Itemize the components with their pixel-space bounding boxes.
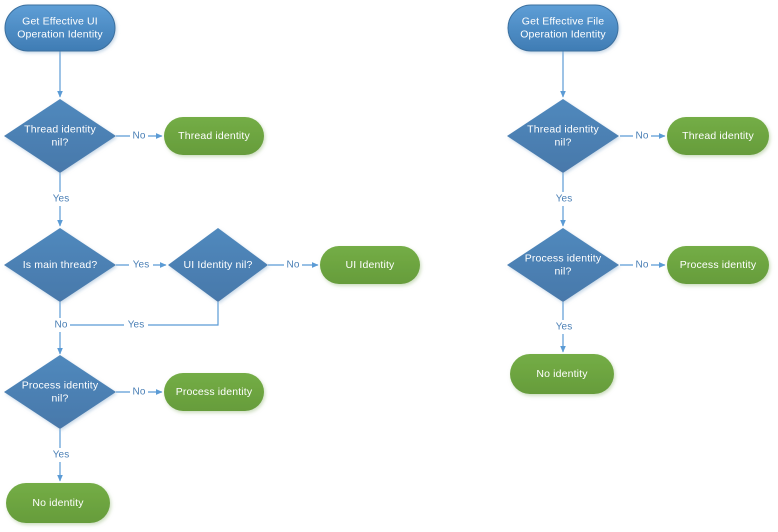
connector-label-no-file-thread-nil: No bbox=[636, 131, 649, 142]
node-ui-process-identity[interactable]: Process identity bbox=[164, 373, 264, 411]
node-file-thread-identity[interactable]: Thread identity bbox=[667, 117, 769, 155]
result-shape bbox=[667, 246, 769, 284]
connector-label-backdrop bbox=[49, 448, 73, 462]
connector-label-backdrop bbox=[124, 318, 148, 332]
terminator-shape bbox=[507, 4, 619, 52]
connector-ui-identity-nil-to-ui-process-nil bbox=[60, 302, 219, 326]
node-ui-thread-identity[interactable]: Thread identity bbox=[164, 117, 264, 155]
node-file-no-identity[interactable]: No identity bbox=[510, 354, 614, 394]
connector-label-backdrop bbox=[284, 258, 302, 272]
connector-label-yes-ui-thread-nil: Yes bbox=[53, 194, 70, 205]
decision-shape bbox=[4, 99, 116, 173]
result-shape bbox=[164, 373, 264, 411]
connector-label-backdrop bbox=[130, 129, 148, 143]
connector-label-yes-file-process-nil: Yes bbox=[556, 322, 573, 333]
decision-shape bbox=[4, 355, 116, 429]
node-ui-identity-result[interactable]: UI Identity bbox=[320, 246, 420, 284]
connector-label-no-file-process-nil: No bbox=[636, 260, 649, 271]
node-ui-identity-nil[interactable]: UI Identity nil? bbox=[168, 228, 268, 302]
connector-label-no-ui-thread-nil: No bbox=[133, 131, 146, 142]
node-ui-is-main-thread[interactable]: Is main thread? bbox=[4, 228, 116, 302]
connector-label-backdrop bbox=[49, 192, 73, 206]
connector-label-no-ui-process-nil: No bbox=[133, 387, 146, 398]
connector-label-yes-ui-identity-nil: Yes bbox=[128, 320, 145, 331]
connector-label-backdrop bbox=[633, 129, 651, 143]
result-shape bbox=[510, 354, 614, 394]
result-shape bbox=[6, 483, 110, 523]
connector-label-backdrop bbox=[552, 192, 576, 206]
connector-label-yes-ui-is-main-thread: Yes bbox=[133, 260, 150, 271]
decision-shape bbox=[507, 228, 619, 302]
connector-label-backdrop bbox=[129, 258, 153, 272]
node-ui-no-identity[interactable]: No identity bbox=[6, 483, 110, 523]
connector-label-no-ui-identity-nil: No bbox=[287, 260, 300, 271]
connector-label-backdrop bbox=[130, 385, 148, 399]
decision-shape bbox=[4, 228, 116, 302]
result-shape bbox=[667, 117, 769, 155]
connector-label-backdrop bbox=[52, 318, 70, 332]
terminator-shape bbox=[4, 4, 116, 52]
decision-shape bbox=[168, 228, 268, 302]
connector-label-backdrop bbox=[633, 258, 651, 272]
connector-label-backdrop bbox=[552, 320, 576, 334]
decision-shape bbox=[507, 99, 619, 173]
connector-label-yes-ui-process-nil: Yes bbox=[53, 450, 70, 461]
result-shape bbox=[320, 246, 420, 284]
node-file-process-identity[interactable]: Process identity bbox=[667, 246, 769, 284]
result-shape bbox=[164, 117, 264, 155]
connector-label-yes-file-thread-nil: Yes bbox=[556, 194, 573, 205]
connector-label-no-ui-is-main-thread: No bbox=[55, 320, 68, 331]
